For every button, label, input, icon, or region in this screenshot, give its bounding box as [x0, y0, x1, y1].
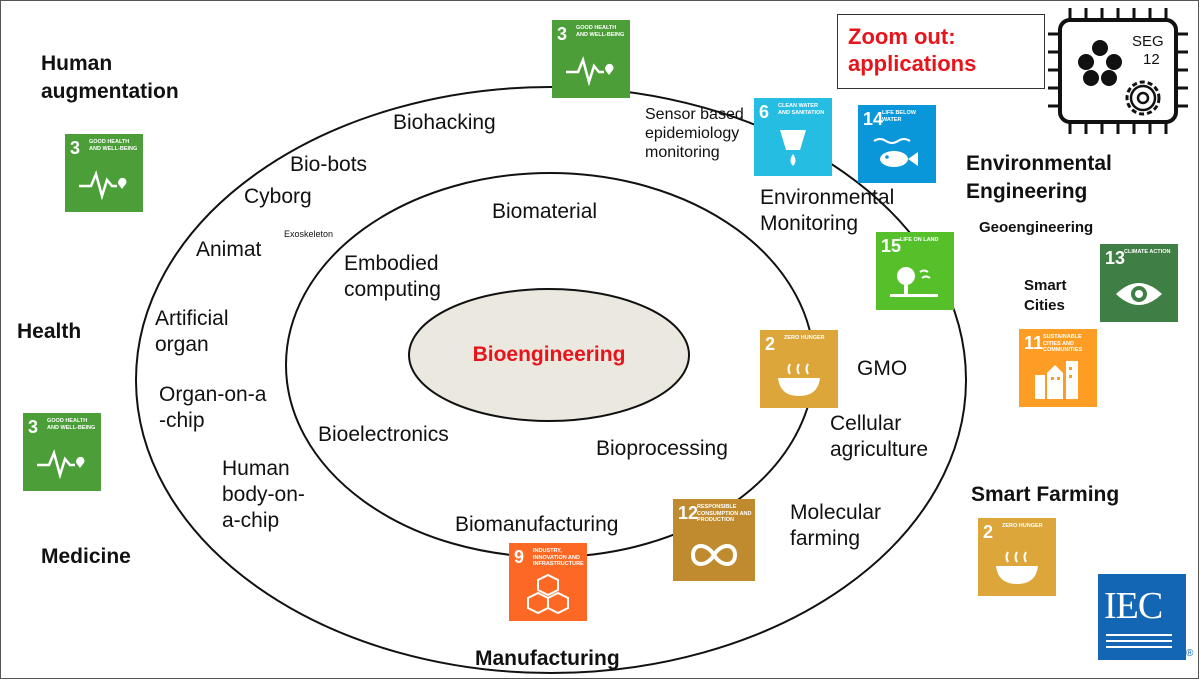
sdg-number: 3: [557, 24, 568, 44]
sdg-number: 3: [28, 417, 39, 437]
sdg-caption: LIFE ON LAND: [900, 237, 939, 243]
heartbeat-icon: [79, 170, 127, 200]
sdg-goal3-tile-top: 3 GOOD HEALTH AND WELL-BEING: [552, 20, 630, 98]
sdg-number: 2: [765, 334, 776, 354]
sdg-caption: ZERO HUNGER: [1002, 523, 1043, 529]
sdg-number: 6: [759, 102, 770, 122]
sdg-caption: GOOD HEALTH AND WELL-BEING: [89, 139, 138, 152]
label-environmental-monitoring: Environmental Monitoring: [760, 186, 895, 235]
sdg-number: 9: [514, 547, 525, 567]
sdg-number: 14: [863, 109, 884, 129]
sdg-goal13-tile: 13 CLIMATE ACTION: [1100, 244, 1178, 322]
sdg-caption: LIFE BELOW WATER: [882, 110, 916, 123]
logo-bar: [1106, 640, 1172, 642]
sdg-caption: GOOD HEALTH AND WELL-BEING: [47, 418, 96, 431]
center-label: Bioengineering: [472, 343, 626, 366]
label-embodied-computing: Embodied computing: [344, 252, 441, 301]
bowl-icon: [778, 363, 820, 396]
sdg-goal3-tile-augmentation: 3 GOOD HEALTH AND WELL-BEING: [65, 134, 143, 212]
label-cyborg: Cyborg: [244, 185, 312, 208]
infinity-icon: [690, 544, 738, 566]
chip-number: 12: [1143, 51, 1160, 68]
chip-label: SEG: [1132, 33, 1164, 50]
label-artificial-organ: Artificial organ: [155, 307, 229, 356]
sdg-goal3-tile-health: 3 GOOD HEALTH AND WELL-BEING: [23, 413, 101, 491]
domain-smart-cities: Smart Cities: [1024, 277, 1067, 314]
label-human-body-on-a-chip: Human body-on- a-chip: [222, 457, 305, 532]
domain-health: Health: [17, 320, 82, 343]
sdg-goal2-tile-gmo: 2 ZERO HUNGER: [760, 330, 838, 408]
fish-icon: [873, 138, 918, 167]
sdg-number: 2: [983, 522, 994, 542]
label-sensor-epidemiology: Sensor based epidemiology monitoring: [645, 106, 744, 161]
heartbeat-icon: [37, 449, 85, 479]
sdg-number: 15: [881, 236, 902, 256]
registered-mark: ®: [1186, 648, 1194, 659]
domain-geoengineering: Geoengineering: [979, 219, 1094, 236]
sdg-caption: GOOD HEALTH AND WELL-BEING: [576, 25, 625, 38]
bowl-icon: [996, 551, 1038, 584]
sdg-number: 3: [70, 138, 81, 158]
label-exoskeleton: Exoskeleton: [284, 229, 334, 239]
sdg-caption: RESPONSIBLE CONSUMPTION AND PRODUCTION: [697, 504, 752, 523]
domain-medicine: Medicine: [41, 545, 131, 568]
label-biomaterial: Biomaterial: [492, 200, 598, 223]
cubes-icon: [527, 573, 569, 615]
outer-ring: [135, 86, 967, 674]
label-biohacking: Biohacking: [393, 111, 496, 134]
sdg-number: 13: [1105, 248, 1126, 268]
logo-bar: [1106, 634, 1172, 636]
sdg-number: 12: [678, 503, 699, 523]
sdg-goal9-tile: 9 INDUSTRY, INNOVATION AND INFRASTRUCTUR…: [509, 543, 587, 621]
label-molecular-farming: Molecular farming: [790, 501, 882, 550]
logo-bar: [1106, 646, 1172, 648]
sdg-caption: ZERO HUNGER: [784, 335, 825, 341]
domain-manufacturing: Manufacturing: [475, 647, 620, 670]
label-gmo: GMO: [857, 357, 908, 380]
sdg-caption: CLEAN WATER AND SANITATION: [778, 103, 825, 116]
water-drop-icon: [780, 130, 806, 166]
sdg-goal6-tile: 6 CLEAN WATER AND SANITATION: [754, 98, 832, 176]
label-bio-bots: Bio-bots: [290, 153, 368, 176]
label-bioprocessing: Bioprocessing: [596, 437, 728, 460]
label-bioelectronics: Bioelectronics: [318, 423, 449, 446]
core-ellipse: [408, 288, 690, 422]
zoom-out-box: Zoom out: applications: [837, 14, 1045, 89]
label-biomanufacturing: Biomanufacturing: [455, 513, 619, 536]
sdg-caption: SUSTAINABLE CITIES AND COMMUNITIES: [1043, 334, 1083, 353]
seg-chip-icon: SEG 12: [1048, 8, 1188, 134]
sdg-goal15-tile: 15 LIFE ON LAND: [876, 232, 954, 310]
sdg-goal11-tile: 11 SUSTAINABLE CITIES AND COMMUNITIES: [1019, 329, 1097, 407]
sdg-goal2-tile-farming: 2 ZERO HUNGER: [978, 518, 1056, 596]
city-icon: [1035, 361, 1078, 399]
sdg-caption: CLIMATE ACTION: [1124, 249, 1171, 255]
flower-icon: [1078, 40, 1122, 86]
iec-logo-text: IEC: [1104, 585, 1163, 627]
sdg-number: 11: [1024, 333, 1044, 353]
label-organ-on-a-chip: Organ-on-a -chip: [159, 383, 267, 432]
domain-smart-farming: Smart Farming: [971, 483, 1120, 506]
eye-globe-icon: [1116, 283, 1162, 305]
iec-logo: IEC: [1098, 574, 1186, 660]
heartbeat-icon: [566, 56, 614, 86]
label-cellular-agriculture: Cellular agriculture: [830, 412, 929, 461]
sdg-caption: INDUSTRY, INNOVATION AND INFRASTRUCTURE: [533, 548, 584, 567]
label-animat: Animat: [196, 238, 262, 261]
tree-icon: [890, 267, 938, 297]
domain-environmental-engineering: Environmental Engineering: [966, 152, 1112, 203]
sdg-goal12-tile: 12 RESPONSIBLE CONSUMPTION AND PRODUCTIO…: [673, 499, 755, 581]
domain-human-augmentation: Human augmentation: [41, 52, 179, 103]
gear-icon: [1125, 80, 1161, 116]
sdg-goal14-tile: 14 LIFE BELOW WATER: [858, 105, 936, 183]
